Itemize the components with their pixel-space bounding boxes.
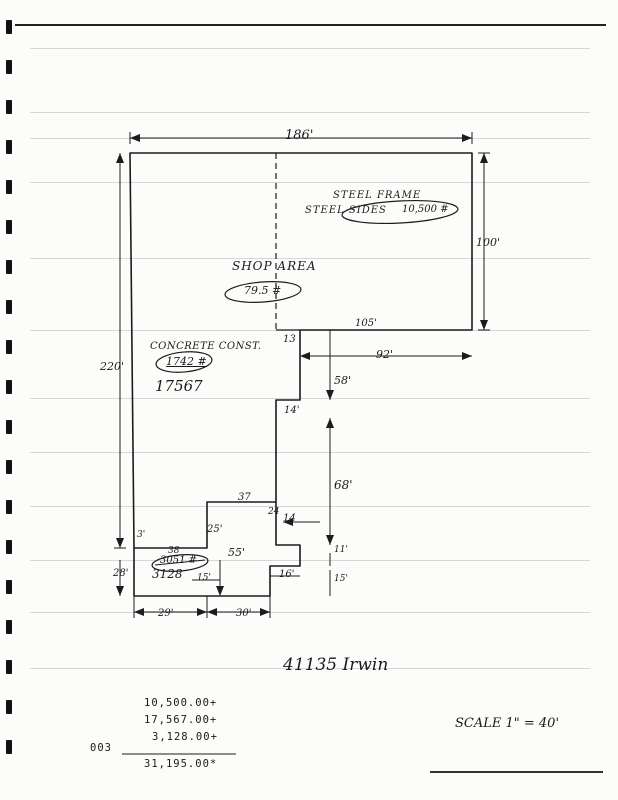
binder-hole: [6, 300, 12, 314]
tape-line-3: 3,128.00+: [152, 731, 218, 743]
label-small-area: 3128: [152, 567, 183, 581]
binder-hole: [6, 20, 12, 34]
binder-hole: [6, 580, 12, 594]
arrowhead: [326, 535, 334, 545]
dim-11: 11': [334, 545, 348, 555]
bleed-line: [30, 398, 590, 399]
binder-hole: [6, 340, 12, 354]
dim-13: 13: [283, 334, 296, 345]
arrowhead: [480, 320, 488, 330]
arrowhead: [462, 134, 472, 142]
binder-hole: [6, 620, 12, 634]
tape-line-1: 10,500.00+: [144, 697, 218, 709]
arrowhead: [116, 538, 124, 548]
label-concrete-area: 1742 #: [166, 355, 207, 368]
circle-shop-area: [224, 281, 302, 303]
binder-hole: [6, 260, 12, 274]
binder-hole: [6, 500, 12, 514]
binder-hole: [6, 740, 12, 754]
bleed-line: [30, 112, 590, 113]
binder-hole: [6, 460, 12, 474]
binder-hole: [6, 660, 12, 674]
arrowhead: [300, 352, 310, 360]
dim-28: 28': [113, 568, 129, 579]
circle-steel-area: [341, 200, 459, 224]
label-shop-area-value: 79.5 #: [244, 284, 282, 297]
bleed-line: [30, 48, 590, 49]
dim-24: 24: [268, 507, 280, 517]
label-small-area-crossed: 3051 #: [160, 555, 198, 566]
dim-37: 37: [238, 492, 251, 503]
arrowhead: [130, 134, 140, 142]
arrowhead: [134, 608, 144, 616]
dim-14b: 14: [283, 513, 296, 524]
dim-3: 3': [137, 530, 146, 540]
bleed-line: [30, 506, 590, 507]
arrowhead: [260, 608, 270, 616]
dim-55: 55': [228, 546, 246, 559]
lower-section-outline: [133, 502, 301, 597]
label-steel-frame: STEEL FRAME: [333, 190, 422, 201]
binder-hole: [6, 700, 12, 714]
dim-15: 15': [334, 574, 348, 584]
dim-left-height: 220': [100, 360, 125, 373]
dim-30: 30': [236, 608, 252, 619]
bleed-line: [30, 452, 590, 453]
dim-16: 16': [279, 569, 295, 580]
circle-small-area: [151, 554, 209, 572]
page-top-rule: [15, 24, 606, 26]
binder-hole: [6, 180, 12, 194]
dim-15-inner: 15': [197, 573, 211, 583]
arrowhead: [480, 153, 488, 163]
building-outline: [129, 152, 473, 549]
label-steel-area-value: 10,500 #: [402, 204, 449, 215]
bleed-line: [30, 182, 590, 183]
binder-hole: [6, 60, 12, 74]
arrowhead: [197, 608, 207, 616]
dim-68: 68': [334, 478, 353, 492]
label-concrete-const: CONCRETE CONST.: [150, 341, 262, 352]
dim-105: 105': [355, 318, 377, 329]
dim-29: 29': [158, 608, 174, 619]
label-concrete-total: 17567: [155, 377, 203, 395]
dim-38: 38: [168, 546, 180, 556]
circle-concrete-area: [155, 351, 213, 373]
tape-count: 003: [90, 742, 112, 754]
binder-hole: [6, 380, 12, 394]
dim-right-height: 100': [476, 236, 501, 249]
arrowhead: [116, 586, 124, 596]
dim-92: 92': [376, 348, 394, 361]
bleed-line: [30, 258, 590, 259]
dim-25: 25': [207, 524, 223, 535]
bleed-line: [30, 612, 590, 613]
arrowhead: [326, 418, 334, 428]
arrowhead: [207, 608, 217, 616]
arrowhead: [283, 518, 293, 526]
dim-14a: 14': [284, 405, 300, 416]
scale-note: SCALE 1" = 40': [455, 716, 560, 731]
binder-hole: [6, 220, 12, 234]
strike-through: [154, 559, 206, 566]
dim-58: 58': [334, 374, 352, 387]
binder-hole: [6, 420, 12, 434]
bleed-line: [30, 560, 590, 561]
binder-hole: [6, 100, 12, 114]
page-bottom-rule: [430, 771, 603, 773]
tape-line-2: 17,567.00+: [144, 714, 218, 726]
arrowhead: [116, 153, 124, 163]
label-shop-area: SHOP AREA: [232, 259, 317, 273]
binder-hole: [6, 540, 12, 554]
arrowhead: [216, 586, 224, 596]
label-steel-sides: STEEL SIDES: [305, 205, 387, 216]
dim-top-width: 186': [285, 128, 314, 143]
property-id-note: 41135 Irwin: [283, 655, 389, 675]
arrowhead: [462, 352, 472, 360]
tape-total: 31,195.00*: [144, 758, 218, 770]
binder-hole: [6, 140, 12, 154]
arrowhead: [326, 390, 334, 400]
bleed-line: [30, 668, 590, 669]
